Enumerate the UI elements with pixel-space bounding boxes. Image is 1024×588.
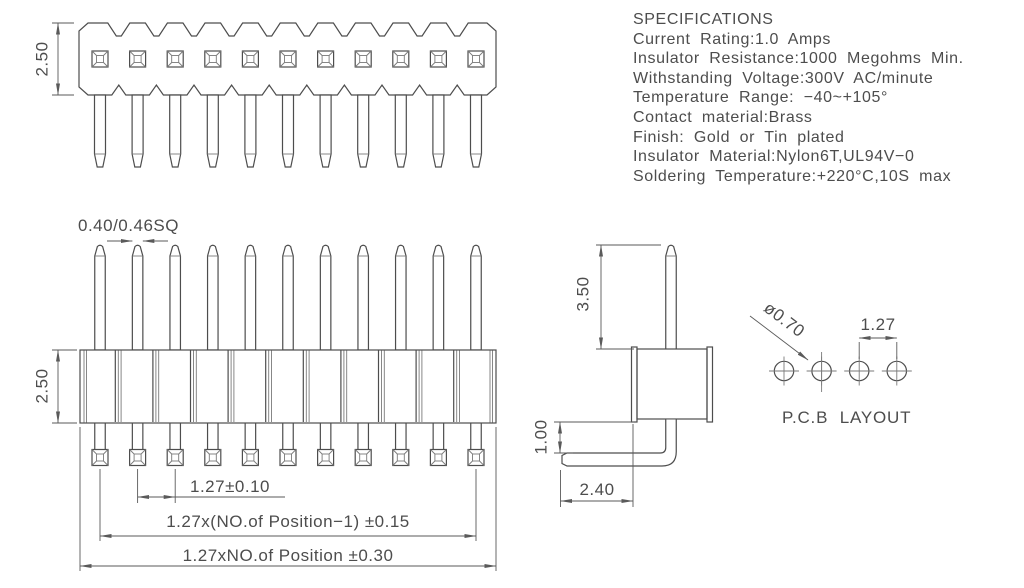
top-view-pins	[93, 94, 483, 168]
side-view: 3.50 1.00 2.40	[531, 244, 714, 507]
front-view-body	[79, 349, 497, 424]
pcb-layout: ø0.70 1.27 P.C.B LAYOUT	[749, 298, 913, 427]
inner-span-label: 1.27x(NO.of Position−1) ±0.15	[166, 512, 410, 531]
front-view-height-label: 2.50	[32, 368, 51, 403]
pitch-label: 1.27±0.10	[190, 477, 270, 496]
top-view: 2.50	[32, 22, 497, 168]
spec-line-insulator-material: Insulator Material:Nylon6T,UL94V−0	[633, 148, 915, 166]
outer-span-label: 1.27xNO.of Position ±0.30	[183, 546, 394, 565]
pin-length-dimension: 3.50	[573, 244, 661, 350]
leg-length-label: 2.40	[579, 480, 614, 499]
front-view-height-dimension: 2.50	[32, 349, 77, 424]
leg-offset-label: 1.00	[531, 419, 550, 454]
spec-line-finish: Finish: Gold or Tin plated	[633, 128, 845, 146]
pcb-pitch-label: 1.27	[860, 315, 895, 334]
outer-span-dimension: 1.27xNO.of Position ±0.30	[79, 427, 497, 571]
front-view-top-pins	[94, 244, 482, 351]
pitch-dimension: 1.27±0.10	[137, 469, 285, 503]
pcb-pitch-dimension: 1.27	[858, 315, 898, 359]
pin-size-dimension: 0.40/0.46SQ	[78, 216, 179, 243]
leg-length-dimension: 2.40	[560, 424, 634, 507]
pin-size-label: 0.40/0.46SQ	[78, 216, 179, 235]
top-view-height-dimension: 2.50	[32, 22, 74, 96]
specs-title: SPECIFICATIONS	[633, 11, 774, 28]
leg-offset-dimension: 1.00	[531, 419, 634, 455]
top-view-body-outline	[78, 22, 497, 96]
front-view: 0.40/0.46SQ 2.50 1.27±0.10 1.27x(NO.of P…	[32, 216, 497, 571]
top-view-height-label: 2.50	[32, 41, 51, 76]
hole-diameter-label: ø0.70	[760, 298, 808, 341]
side-view-body	[636, 348, 708, 420]
spec-line-current: Current Rating:1.0 Amps	[633, 30, 831, 48]
side-view-pin-top	[665, 244, 677, 351]
specifications-panel: SPECIFICATIONS Current Rating:1.0 Amps I…	[633, 10, 1018, 186]
spec-line-contact-material: Contact material:Brass	[633, 108, 813, 126]
side-view-bent-lead	[561, 419, 677, 467]
spec-line-soldering-temperature: Soldering Temperature:+220°C,10S max	[633, 167, 952, 185]
hole-diameter-callout: ø0.70	[749, 298, 809, 361]
spec-line-insulation-resistance: Insulator Resistance:1000 Megohms Min.	[633, 50, 964, 68]
spec-line-temperature-range: Temperature Range: −40~+105°	[633, 89, 889, 107]
pin-length-label: 3.50	[573, 276, 592, 311]
pcb-layout-title: P.C.B LAYOUT	[782, 408, 911, 427]
spec-line-withstanding-voltage: Withstanding Voltage:300V AC/minute	[633, 69, 934, 87]
front-view-bottom-pins	[92, 423, 484, 466]
inner-span-dimension: 1.27x(NO.of Position−1) ±0.15	[99, 469, 477, 541]
